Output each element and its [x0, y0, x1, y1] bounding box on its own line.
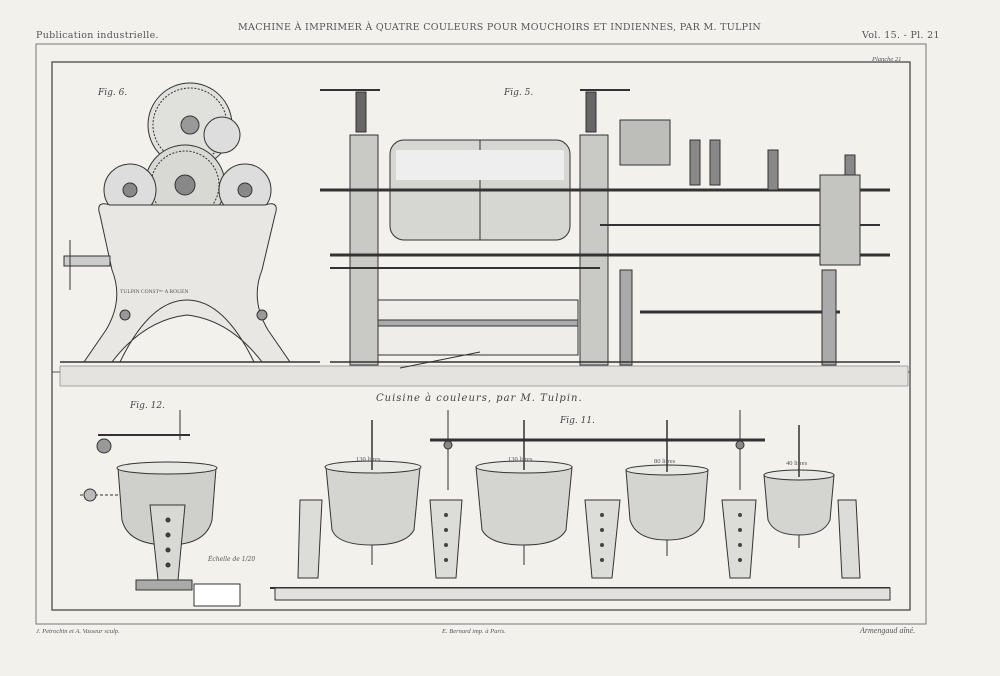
kettle-capacity-2: 130 litres	[508, 456, 533, 463]
kettle-capacity-3: 80 litres	[654, 458, 676, 465]
fig6-label: Fig. 6.	[98, 88, 128, 98]
fig6-gear-drawing	[60, 82, 320, 363]
kettle-capacity-4: 40 litres	[786, 460, 808, 467]
plate-title: MACHINE À IMPRIMER À QUATRE COULEURS POU…	[238, 22, 762, 33]
fig5-label: Fig. 5.	[504, 88, 534, 98]
fig5-machine-drawing	[320, 89, 900, 369]
fig11-kettles-drawing	[270, 410, 891, 601]
engraver-credit: J. Petrochin et A. Vasseur sculp.	[36, 628, 120, 635]
fig11-label: Fig. 11.	[560, 416, 595, 426]
printer-credit: E. Bernard imp. à Paris.	[442, 628, 506, 635]
scale-note: Échelle de 1/20	[208, 556, 256, 563]
kettle-capacity-1: 130 litres	[356, 456, 381, 463]
fig12-label: Fig. 12.	[130, 401, 165, 411]
plate-number: Planche 21	[872, 56, 902, 63]
maker-plate-text: TULPIN CONSTᵉᵘʳ A ROUEN	[120, 289, 189, 295]
publication-label: Publication industrielle.	[36, 30, 159, 41]
volume-plate-label: Vol. 15. - Pl. 21	[862, 30, 940, 41]
kitchen-caption: Cuisine à couleurs, par M. Tulpin.	[376, 393, 583, 404]
fig12-kettle-drawing	[80, 410, 241, 607]
author-credit: Armengaud aîné.	[860, 626, 916, 635]
